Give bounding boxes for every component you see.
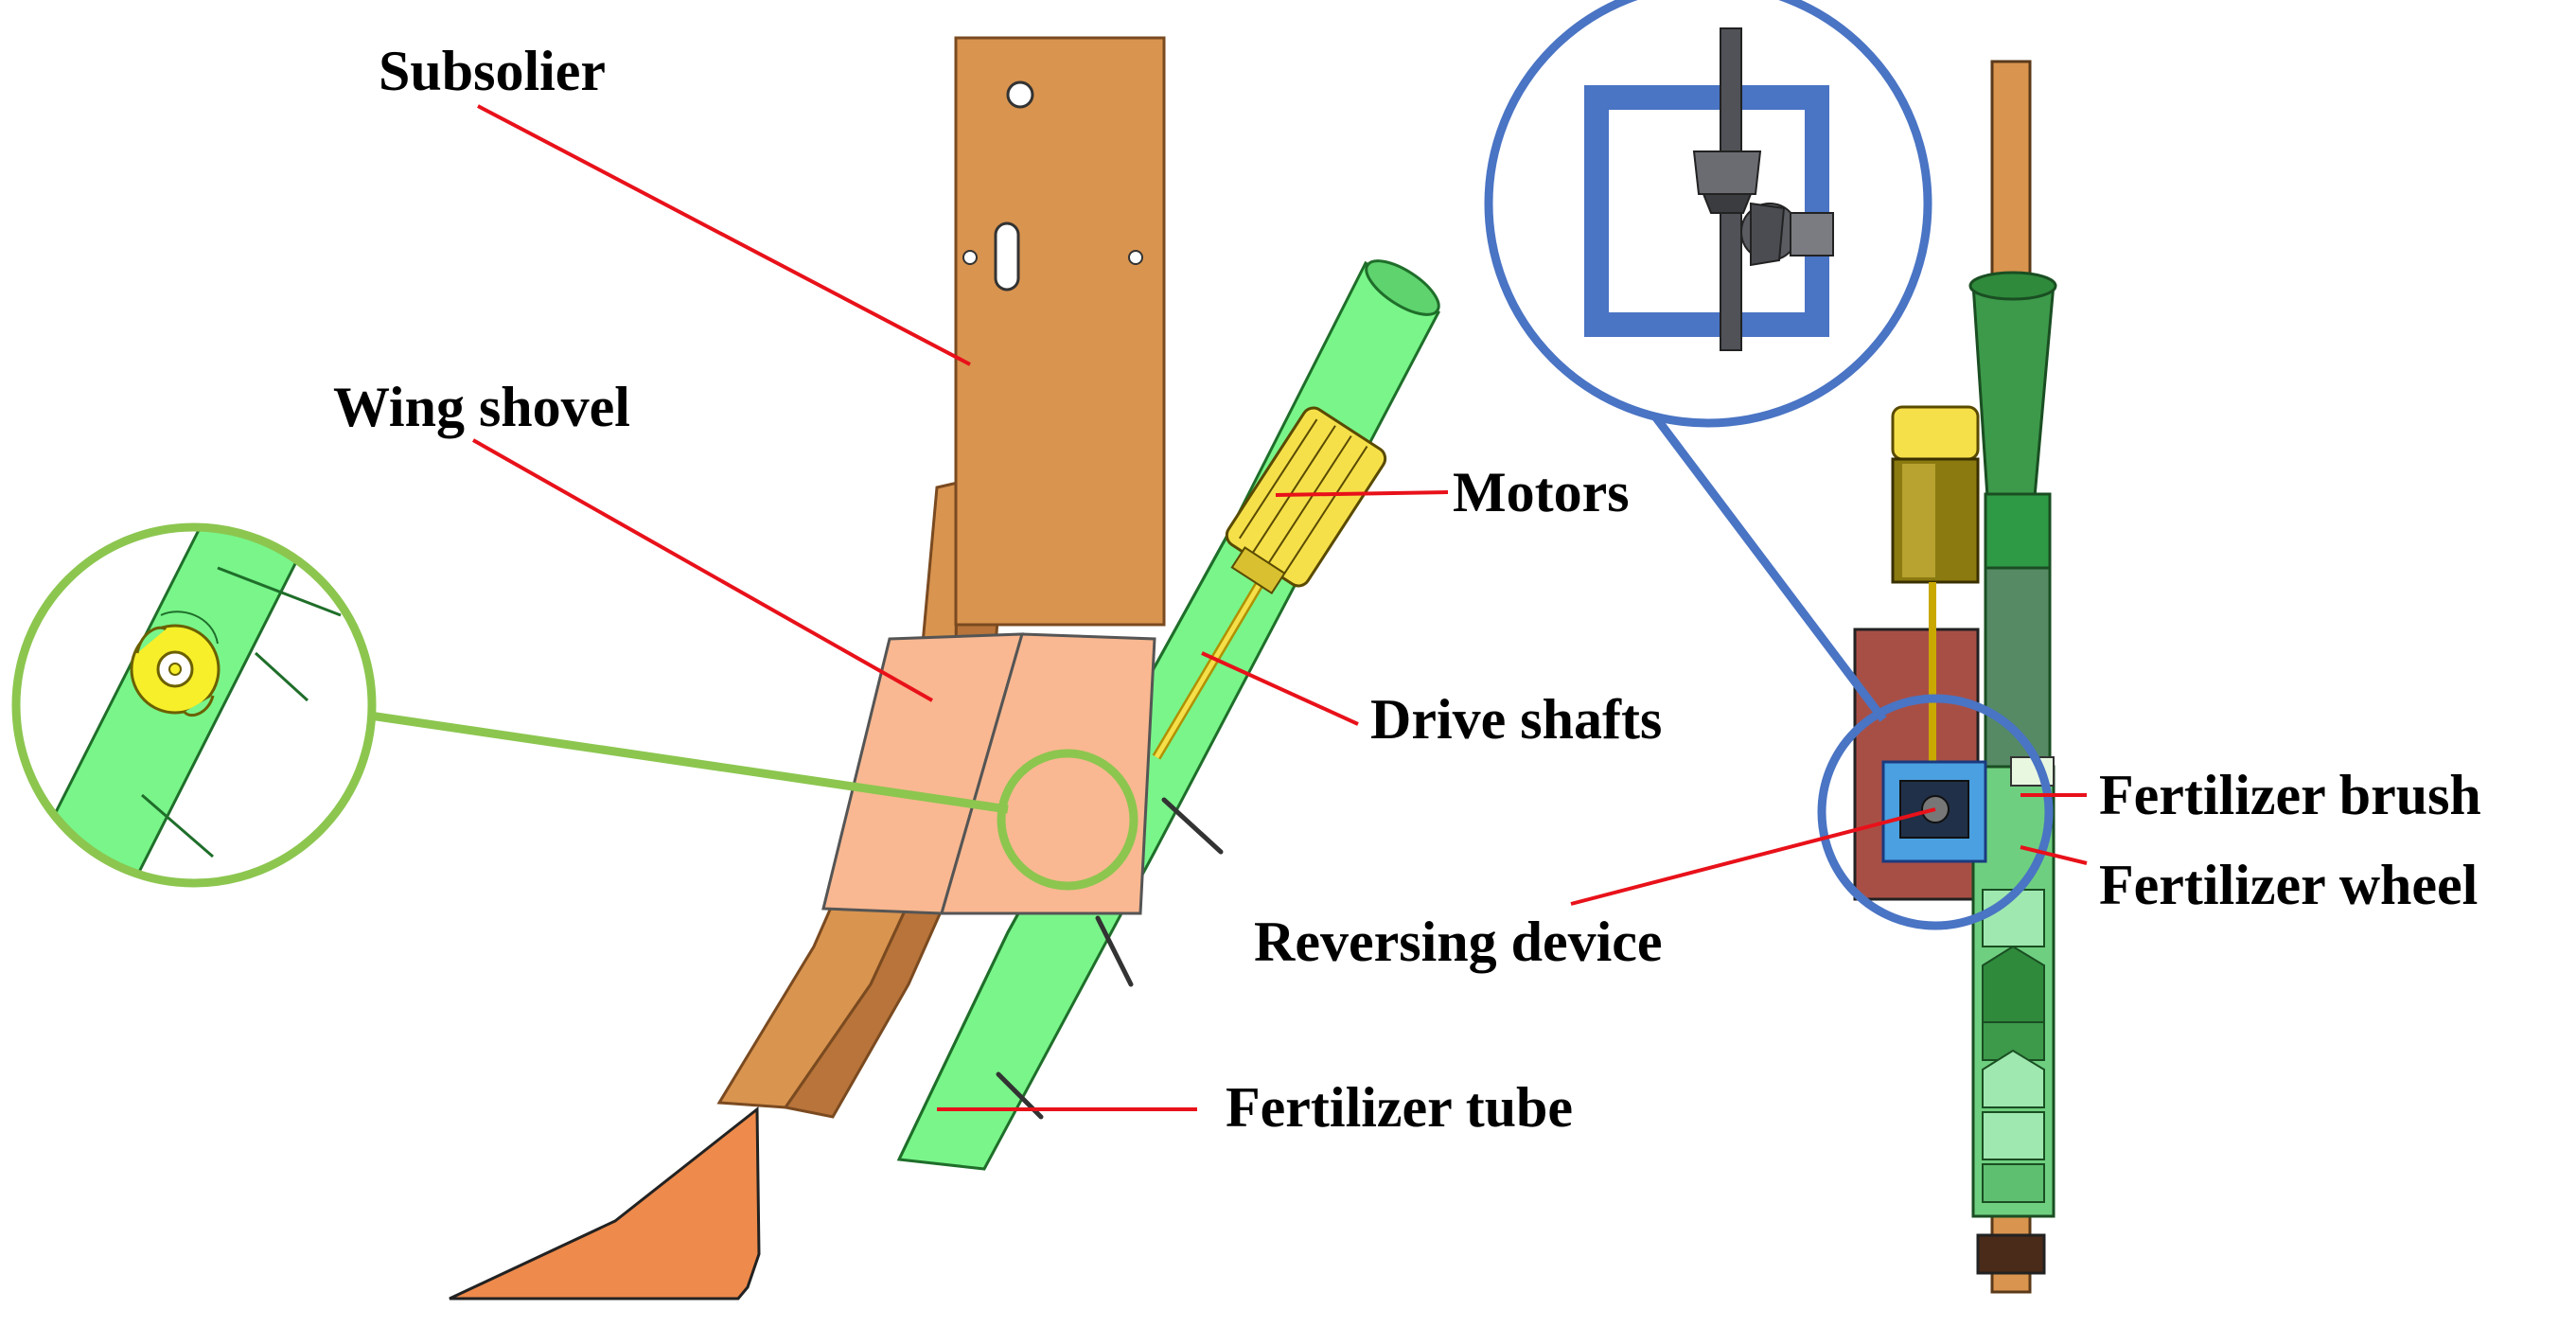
label-drive-shafts: Drive shafts — [1370, 688, 1662, 751]
left-assembly — [11, 36, 1440, 1300]
label-fertilizer-wheel: Fertilizer wheel — [2099, 854, 2478, 916]
zoom-marker-blue — [1817, 694, 2054, 930]
leader-fertilizer-wheel — [2020, 845, 2088, 865]
subsoiler-hole-left — [962, 250, 978, 265]
motor-right-cap — [1891, 405, 1980, 461]
right-assembly — [1484, 0, 2057, 1294]
drive-shaft-highlight — [1154, 575, 1266, 759]
labels: Subsolier Wing shovel Motors Drive shaft… — [333, 40, 2481, 1139]
label-subsolier: Subsolier — [379, 40, 606, 102]
leader-motors — [1275, 490, 1449, 497]
subsoiler-hole-right — [1128, 250, 1143, 265]
fertilizer-tube-edge — [897, 529, 1232, 1160]
tube-column-top — [1971, 282, 2056, 499]
wing-shovel-right — [940, 632, 1156, 915]
shovel-tip — [449, 1106, 761, 1300]
leader-drive-shafts — [1201, 651, 1359, 726]
zoom-connector-green — [330, 705, 1009, 814]
motor-right-shade — [1902, 464, 1935, 577]
leader-reversing-device — [1570, 807, 1936, 906]
tube-column-mid — [1984, 492, 2052, 572]
label-fertilizer-brush: Fertilizer brush — [2099, 764, 2481, 826]
leader-lines — [472, 104, 2088, 1111]
tube-column-opening — [1968, 271, 2057, 301]
label-motors: Motors — [1453, 461, 1630, 523]
label-reversing-device: Reversing device — [1254, 911, 1663, 973]
leader-wing-shovel — [472, 438, 933, 702]
subsoiler-slot — [994, 221, 1020, 292]
fertilizer-tube-opening — [1365, 259, 1440, 316]
subsoiler-plate — [954, 36, 1166, 627]
motor-left — [1225, 406, 1387, 595]
zoom-inset-blue — [1484, 0, 1932, 428]
subsoiler-post-foot — [1976, 1233, 2046, 1275]
fertilizer-wheel-side — [1982, 889, 2045, 1203]
zoom-inset-green — [11, 522, 377, 888]
label-wing-shovel: Wing shovel — [333, 376, 630, 438]
label-fertilizer-tube: Fertilizer tube — [1226, 1076, 1573, 1139]
fertilizer-wheel-detail — [130, 624, 221, 717]
subsoiler-hole-top — [1006, 80, 1034, 109]
leader-subsolier — [477, 104, 971, 366]
zoom-marker-green — [997, 749, 1138, 891]
